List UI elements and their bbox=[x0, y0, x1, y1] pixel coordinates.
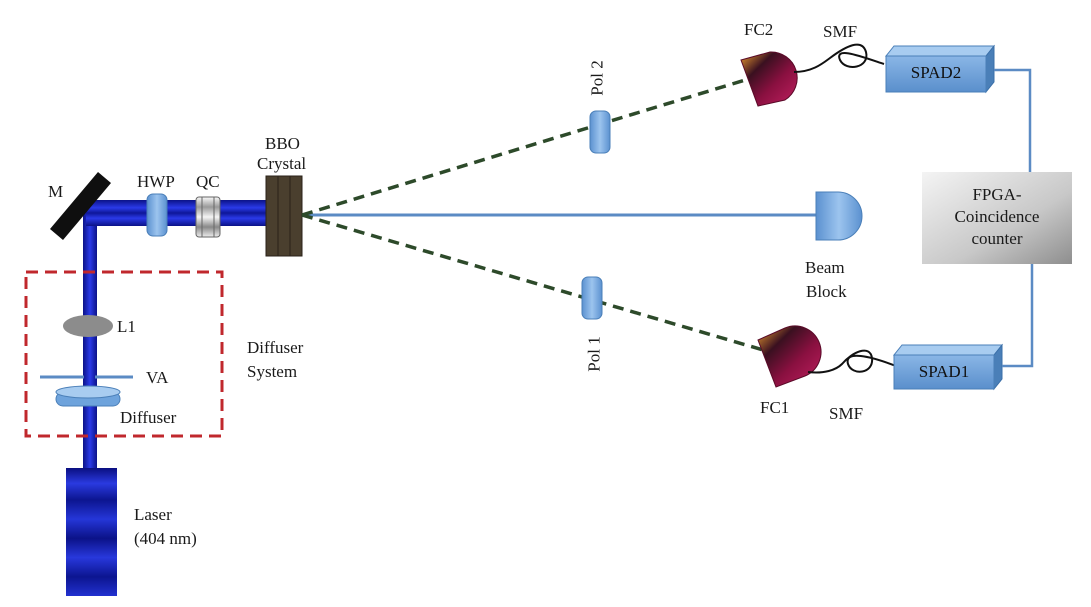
spad1-label: SPAD1 bbox=[918, 362, 970, 381]
fpga-label-line3: counter bbox=[971, 229, 1023, 248]
fpga-label-line2: Coincidence bbox=[954, 207, 1040, 226]
fpga-counter-box bbox=[922, 172, 1072, 264]
smf-bottom-label: SMF bbox=[829, 404, 864, 423]
mirror-label: M bbox=[48, 182, 64, 201]
diffuser bbox=[55, 385, 121, 407]
beam-block bbox=[815, 191, 863, 241]
photon-path-upper bbox=[301, 75, 756, 217]
quartz-compensator bbox=[195, 196, 221, 238]
polarizer-1 bbox=[581, 276, 603, 320]
lens-l1 bbox=[63, 315, 113, 337]
diffuser-system-box bbox=[24, 270, 224, 438]
aperture-label: VA bbox=[146, 368, 169, 387]
laser-source bbox=[66, 468, 117, 596]
spad1-detector bbox=[892, 343, 1004, 391]
diffuser-label: Diffuser bbox=[120, 408, 177, 427]
fiber-coupler-2 bbox=[740, 51, 798, 107]
pump-beam-horizontal bbox=[86, 200, 270, 226]
pump-beam-vertical bbox=[83, 210, 97, 468]
polarizer-2 bbox=[589, 110, 611, 154]
fiber-coupler-1 bbox=[757, 325, 822, 388]
bbo-crystal bbox=[265, 175, 303, 257]
spad1-cable bbox=[1002, 264, 1034, 368]
fpga-label-line1: FPGA- bbox=[972, 185, 1022, 204]
bbo-label-line2: Crystal bbox=[257, 154, 307, 173]
lens-label: L1 bbox=[117, 317, 136, 336]
laser-label-line2: (404 nm) bbox=[134, 529, 197, 548]
hwp-label: HWP bbox=[137, 172, 175, 191]
beam-block-label-line1: Beam bbox=[805, 258, 845, 277]
mirror bbox=[50, 172, 111, 240]
laser-label-line1: Laser bbox=[134, 505, 172, 524]
diffuser-system-label-line2: System bbox=[247, 362, 298, 381]
spad2-detector bbox=[884, 44, 996, 94]
half-wave-plate bbox=[146, 193, 168, 237]
single-mode-fiber-top bbox=[793, 43, 885, 73]
qc-label: QC bbox=[196, 172, 220, 191]
single-mode-fiber-bottom bbox=[807, 349, 897, 374]
diffuser-system-label-line1: Diffuser bbox=[247, 338, 304, 357]
smf-top-label: SMF bbox=[823, 22, 858, 41]
fc1-label: FC1 bbox=[760, 398, 790, 417]
fc2-label: FC2 bbox=[744, 20, 774, 39]
spad2-label: SPAD2 bbox=[910, 63, 962, 82]
spad2-cable bbox=[994, 68, 1032, 172]
beam-block-label-line2: Block bbox=[806, 282, 847, 301]
bbo-label-line1: BBO bbox=[265, 134, 300, 153]
fpga-label: FPGA- Coincidence counter bbox=[922, 184, 1072, 250]
photon-path-lower bbox=[301, 213, 771, 354]
pol2-label: Pol 2 bbox=[587, 60, 607, 96]
pol1-label: Pol 1 bbox=[584, 336, 604, 372]
